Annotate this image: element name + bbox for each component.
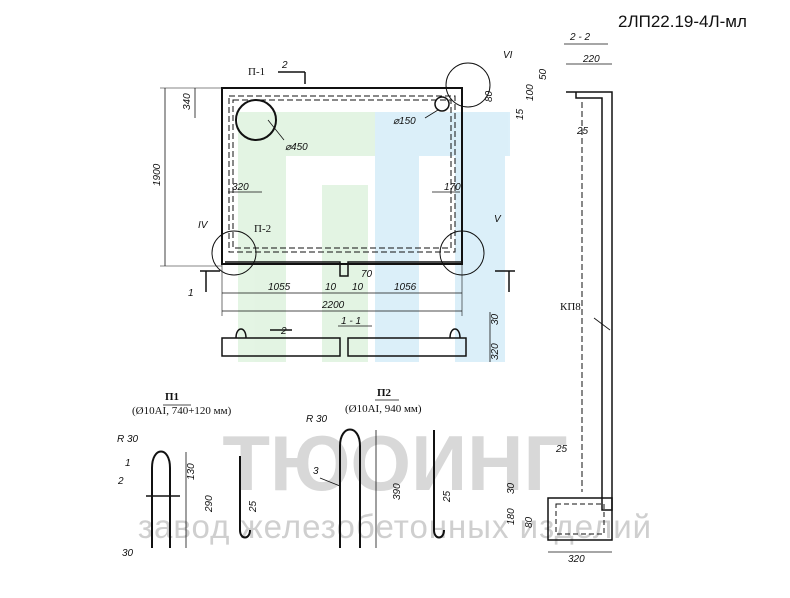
dim-10a: 10 <box>325 282 337 293</box>
dim-80: 80 <box>484 90 495 102</box>
reinforcement-inner <box>232 99 452 249</box>
node-iv-circle <box>211 230 257 276</box>
section-22-dim-180: 180 <box>506 508 517 525</box>
logo-bar-green-top <box>238 112 388 156</box>
p1-spec: (Ø10AI, 740+120 мм) <box>132 405 232 417</box>
section-22-dim-50: 50 <box>538 68 549 80</box>
section-loop-left <box>235 328 247 339</box>
label-d150: ⌀150 <box>393 116 416 127</box>
node-v-label: V <box>494 214 502 225</box>
section-right-slab <box>347 337 467 357</box>
leader-150 <box>424 109 439 119</box>
p2-leader-3 <box>319 477 341 487</box>
p2-spec: (Ø10AI, 940 мм) <box>345 403 422 415</box>
dim-1900: 1900 <box>152 163 163 186</box>
section-left-slab <box>221 337 341 357</box>
p1-radius: R 30 <box>117 434 139 445</box>
p2-num-3: 3 <box>313 466 319 477</box>
cut-2-label: 2 <box>281 60 288 71</box>
p2-radius: R 30 <box>306 414 328 425</box>
p1-loop <box>151 450 171 548</box>
cut-1-label-left: 1 <box>188 288 194 299</box>
document-code: 2ЛП22.19-4Л-мл <box>618 12 747 31</box>
dim-70: 70 <box>361 269 373 280</box>
leader-kp8 <box>593 317 611 331</box>
section-22-dim-30: 30 <box>506 482 517 494</box>
section-2-2-title: 2 - 2 <box>569 32 590 43</box>
panel-outline <box>221 87 463 265</box>
dim-2200: 2200 <box>321 300 345 311</box>
section-loop-right <box>449 328 461 339</box>
p2-title: П2 <box>377 387 392 399</box>
section-1-1 <box>221 312 491 362</box>
p1-dim-130: 130 <box>186 463 197 480</box>
logo-bar-green-mid <box>322 185 368 362</box>
reinforcement-outline <box>228 95 456 253</box>
section-22-wall <box>566 91 613 511</box>
section-2-2 <box>547 43 613 553</box>
p1-dim-290: 290 <box>204 495 215 513</box>
node-iv-label: IV <box>198 220 209 231</box>
watermark-logo <box>238 112 510 362</box>
logo-bar-blue-right <box>455 112 505 362</box>
section-22-dim-15: 15 <box>515 108 526 120</box>
section-22-dim-320: 320 <box>568 554 585 565</box>
p1-dim-25: 25 <box>248 500 259 513</box>
section-22-dim-100: 100 <box>525 84 536 101</box>
dim-1056: 1056 <box>394 282 417 293</box>
dim-170: 170 <box>444 182 461 193</box>
opening-450 <box>235 99 277 141</box>
dim-340: 340 <box>182 93 193 110</box>
section-22-dim-220: 220 <box>582 54 600 65</box>
section-dim-320: 320 <box>490 343 501 360</box>
p1-side-view <box>239 456 251 539</box>
p2-side-view <box>433 430 445 539</box>
node-vi-label: VI <box>503 50 513 61</box>
section-22-base-rebar <box>555 503 605 535</box>
dim-1055: 1055 <box>268 282 291 293</box>
section-22-kp8: КП8 <box>560 301 581 313</box>
leader-450 <box>267 119 285 141</box>
section-22-dim-80: 80 <box>524 516 535 528</box>
p1-num-1: 1 <box>125 458 131 469</box>
detail-p2 <box>319 399 445 548</box>
p1-dim-30: 30 <box>122 548 134 559</box>
p2-loop <box>339 428 361 548</box>
section-1-1-cut: 2 <box>280 326 287 337</box>
label-d450: ⌀450 <box>285 142 308 153</box>
node-vi-circle <box>445 62 491 108</box>
watermark-title: ТЮОИНГ <box>222 419 567 507</box>
p1-title: П1 <box>165 391 179 403</box>
section-22-dim-25a: 25 <box>576 126 589 137</box>
section-dim-30: 30 <box>490 313 501 325</box>
section-22-base <box>547 497 613 541</box>
label-p1-plan: П-1 <box>248 66 265 78</box>
label-p2-plan: П-2 <box>254 223 271 235</box>
bottom-joint <box>225 261 462 277</box>
p1-num-2: 2 <box>117 476 124 487</box>
watermark-subtitle: завод железобетонных изделий <box>138 508 652 545</box>
plan-view <box>160 62 515 316</box>
p2-dim-25: 25 <box>442 490 453 503</box>
dim-10b: 10 <box>352 282 364 293</box>
logo-bar-blue-left <box>375 112 419 362</box>
p2-dim-390: 390 <box>392 483 403 500</box>
opening-150 <box>434 96 450 112</box>
section-22-dim-25b: 25 <box>555 444 568 455</box>
detail-p1 <box>146 404 251 548</box>
dim-320: 320 <box>232 182 249 193</box>
section-1-1-title: 1 - 1 <box>341 316 361 327</box>
